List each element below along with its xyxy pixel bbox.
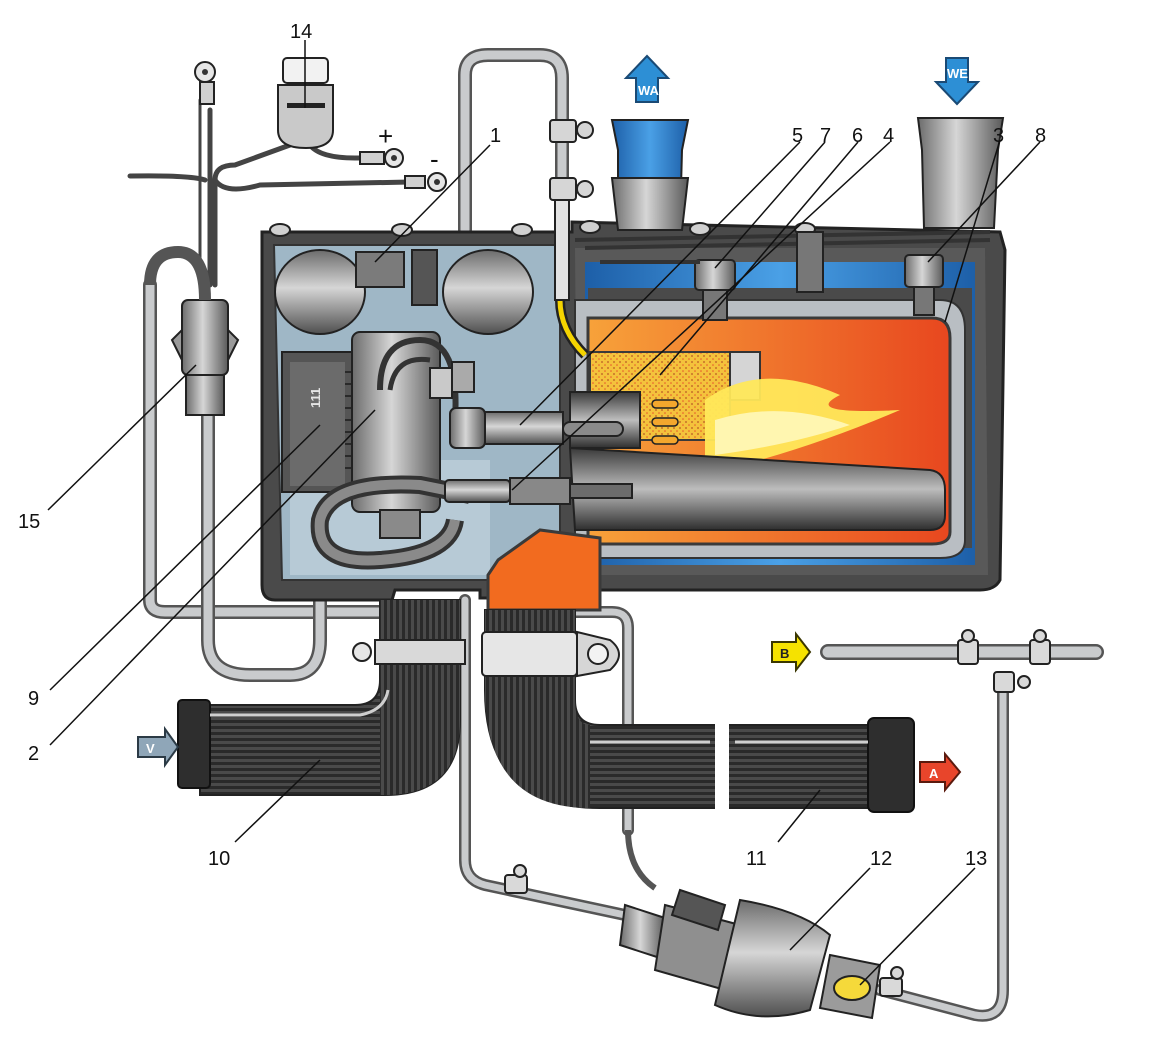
overheat-sensor	[904, 254, 944, 316]
callout-leader-lines	[47, 40, 1041, 986]
hose-clamps	[352, 630, 620, 678]
callout-6: 6	[852, 125, 863, 147]
callout-11: 11	[746, 848, 767, 870]
temperature-sensor	[694, 259, 736, 321]
callout-7: 7	[820, 125, 831, 147]
callout-8: 8	[1035, 125, 1046, 147]
flow-arrow-we: WE	[933, 57, 981, 106]
flow-arrow-b: B	[771, 631, 812, 673]
fuel-line-clamps	[504, 629, 1051, 997]
flow-arrow-v: V	[137, 725, 180, 769]
fuel-feed-pipe-core	[557, 299, 587, 357]
callout-1: 1	[490, 125, 501, 147]
svg-text:WA: WA	[638, 83, 660, 98]
motor-connector	[429, 361, 475, 399]
callout-10: 10	[208, 848, 230, 870]
ground-ring-terminal	[194, 61, 216, 105]
wiring-grommet-connector	[144, 245, 240, 416]
callout-13: 13	[965, 848, 987, 870]
flame-sensor	[444, 477, 633, 505]
ring-terminal-plus	[359, 148, 404, 168]
callout-14: 14	[290, 21, 312, 43]
combustion-air-blower	[274, 249, 534, 335]
flow-arrow-wa: WA	[623, 54, 671, 103]
flow-arrow-a: A	[919, 751, 962, 793]
wiring-harness-tube	[143, 278, 387, 682]
callout-5: 5	[792, 125, 803, 147]
ring-terminal-minus	[404, 172, 447, 192]
svg-text:V: V	[146, 741, 155, 756]
callout-15: 15	[18, 511, 40, 533]
blower-motor	[351, 331, 459, 539]
coolant-outlet-port	[610, 119, 690, 231]
pipe-clamps-top	[549, 119, 594, 301]
power-cables	[127, 98, 413, 288]
callout-12: 12	[870, 848, 892, 870]
callout-numbers: 1 2 3 4 5 6 7 8 9 10 11 12 13 14 15	[18, 21, 1046, 870]
glow-pin	[449, 407, 624, 449]
svg-text:B: B	[780, 646, 789, 661]
callout-3: 3	[993, 125, 1004, 147]
burner-tube	[568, 391, 946, 531]
coolant-pipe-loop	[458, 48, 569, 307]
sensor-wiring	[574, 230, 991, 293]
svg-text:111: 111	[308, 388, 323, 408]
housing-screws	[269, 220, 816, 237]
dosing-pump	[618, 829, 832, 1018]
polarity-minus-sign: -	[430, 144, 439, 174]
fuel-filter	[818, 953, 882, 1020]
callout-4: 4	[883, 125, 894, 147]
callout-9: 9	[28, 688, 39, 710]
polarity-plus-sign: +	[378, 121, 393, 151]
control-unit: 111	[281, 351, 360, 493]
svg-text:A: A	[929, 766, 939, 781]
callout-2: 2	[28, 743, 39, 765]
fuel-hose-loop-highlight	[314, 479, 471, 566]
svg-text:WE: WE	[947, 66, 968, 81]
